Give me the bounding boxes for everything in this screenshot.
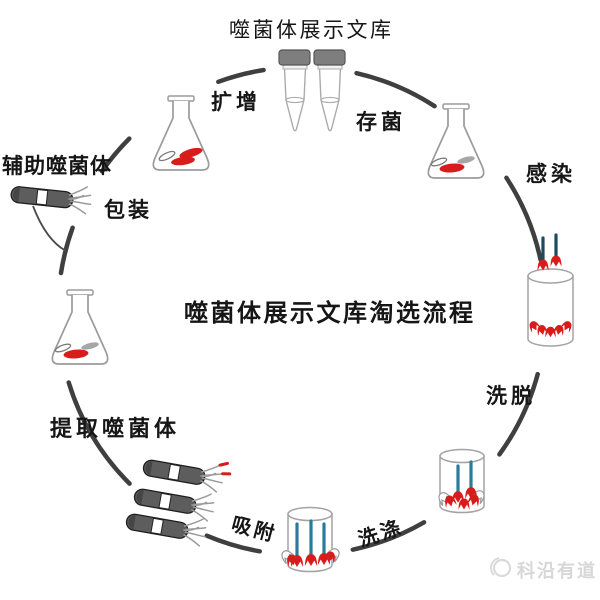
step-label-infect: 感染 xyxy=(526,163,576,186)
washing-well-icon xyxy=(435,448,488,514)
extraction-flask-icon xyxy=(51,289,109,365)
phage-library-rods-icon xyxy=(123,451,232,548)
diagram-center-title: 噬菌体展示文库淘选流程 xyxy=(184,300,476,327)
storage-flask-icon xyxy=(427,103,485,179)
adsorption-well-icon xyxy=(278,506,343,573)
library-title: 噬菌体展示文库 xyxy=(229,19,394,42)
library-tube-icon xyxy=(278,49,346,132)
label-extract-phage: 提取噬菌体 xyxy=(50,416,181,441)
phage-particle-icon xyxy=(537,233,562,271)
label-helper-phage: 辅助噬菌体 xyxy=(2,155,112,178)
watermark-brand: 科沿有道 xyxy=(517,561,597,581)
helper-phage-connector-line xyxy=(32,205,67,252)
helper-phage-icon xyxy=(9,178,94,216)
step-label-elute: 洗脱 xyxy=(486,385,536,408)
watermark-logo-icon xyxy=(489,557,512,578)
elution-well-icon xyxy=(527,233,574,347)
step-label-package: 包装 xyxy=(104,199,152,222)
step-label-amplify: 扩增 xyxy=(211,91,261,114)
step-label-store: 存菌 xyxy=(356,111,406,134)
amplification-flask-icon xyxy=(152,95,210,171)
